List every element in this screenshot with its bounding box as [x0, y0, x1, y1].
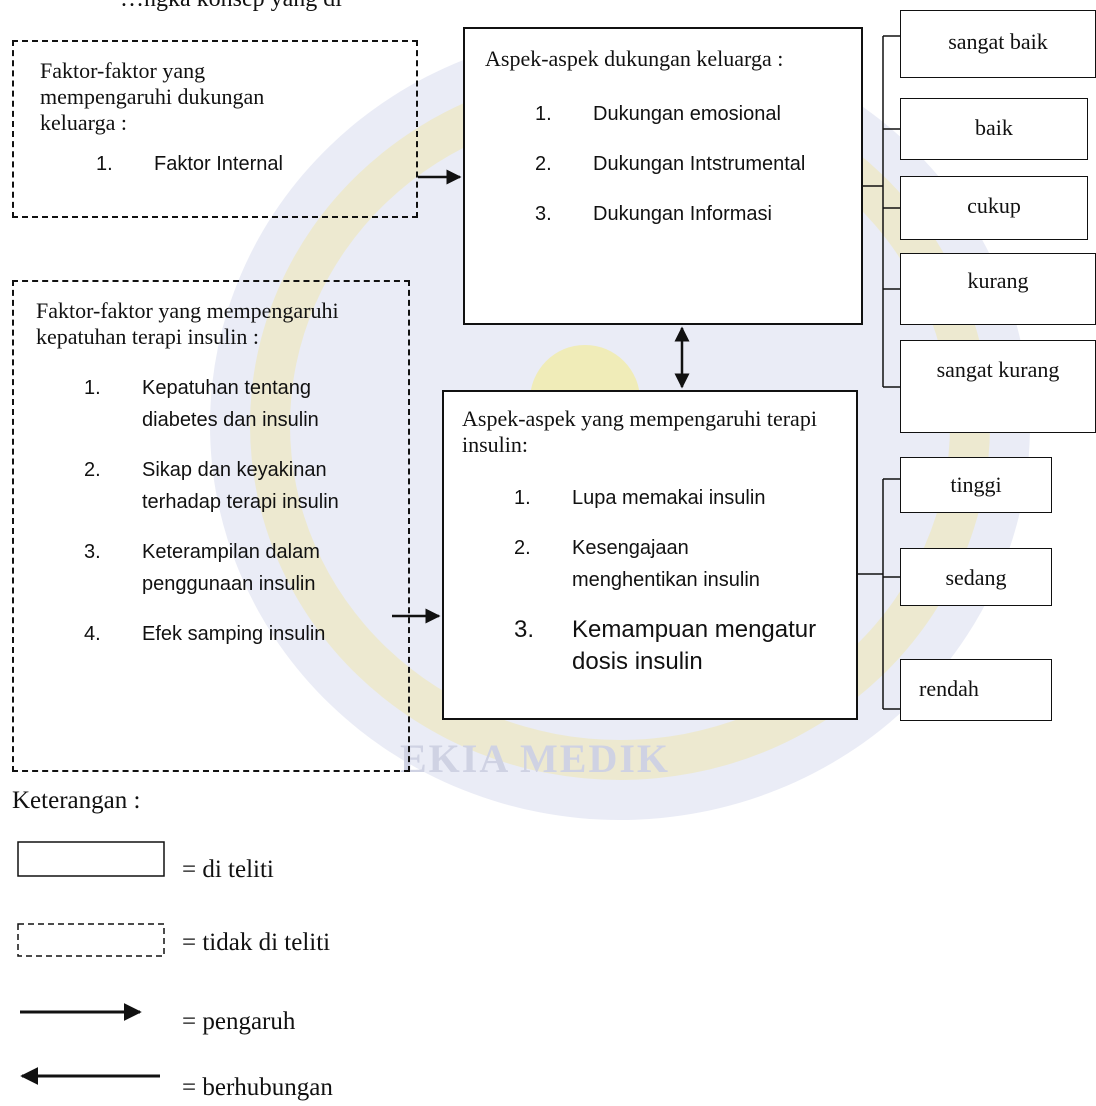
legend-influence: = pengaruh	[182, 1008, 296, 1035]
legend-solid-symbol	[17, 841, 165, 877]
list-item: 1.Kepatuhan tentang diabetes dan insulin	[84, 377, 319, 431]
level-rendah[interactable]: rendah	[900, 659, 1052, 721]
insulin-aspects-list: 1.Lupa memakai insulin 2.Kesengajaan men…	[514, 482, 856, 678]
list-item: 2.Sikap dan keyakinan terhadap terapi in…	[84, 459, 339, 513]
watermark-text: EKIA MEDIK	[399, 736, 671, 781]
factors-compliance-title: Faktor-faktor yang mempengaruhi kepatuha…	[36, 298, 339, 349]
list-item: 2.Dukungan Intstrumental	[535, 153, 806, 175]
list-item: 1.Lupa memakai insulin	[514, 487, 766, 509]
level-cukup[interactable]: cukup	[900, 176, 1088, 240]
list-item: 3.Kemampuan mengatur dosis insulin	[514, 616, 817, 675]
list-item: 4.Efek samping insulin	[84, 623, 326, 645]
insulin-aspects-box[interactable]: Aspek-aspek yang mempengaruhi terapi ins…	[442, 390, 858, 720]
level-sangat-baik[interactable]: sangat baik	[900, 10, 1096, 78]
family-support-box[interactable]: Aspek-aspek dukungan keluarga : 1.Dukung…	[463, 27, 863, 325]
legend-title: Keterangan :	[12, 787, 141, 814]
legend-related: = berhubungan	[182, 1074, 333, 1101]
factors-family-box: Faktor-faktor yang mempengaruhi dukungan…	[12, 40, 418, 218]
family-support-title: Aspek-aspek dukungan keluarga :	[485, 46, 784, 71]
level-tinggi[interactable]: tinggi	[900, 457, 1052, 513]
list-item: 2.Kesengajaan menghentikan insulin	[514, 537, 760, 591]
factors-family-list: 1.Faktor Internal	[96, 148, 416, 180]
list-item: 1.Faktor Internal	[96, 153, 283, 175]
legend-dashed-symbol	[17, 923, 165, 957]
level-kurang[interactable]: kurang	[900, 253, 1096, 325]
list-item: 1.Dukungan emosional	[535, 103, 781, 125]
family-support-list: 1.Dukungan emosional 2.Dukungan Intstrum…	[535, 98, 861, 230]
factors-compliance-list: 1.Kepatuhan tentang diabetes dan insulin…	[84, 372, 408, 650]
legend-studied: = di teliti	[182, 856, 274, 883]
level-sedang[interactable]: sedang	[900, 548, 1052, 606]
insulin-aspects-title: Aspek-aspek yang mempengaruhi terapi ins…	[462, 406, 817, 457]
list-item: 3.Keterampilan dalam penggunaan insulin	[84, 541, 320, 595]
legend-not-studied: = tidak di teliti	[182, 929, 331, 956]
factors-family-title: Faktor-faktor yang mempengaruhi dukungan…	[40, 58, 265, 135]
level-baik[interactable]: baik	[900, 98, 1088, 160]
factors-compliance-box: Faktor-faktor yang mempengaruhi kepatuha…	[12, 280, 410, 772]
level-sangat-kurang[interactable]: sangat kurang	[900, 340, 1096, 433]
header-fragment: …ngka konsep yang di	[120, 0, 342, 13]
list-item: 3.Dukungan Informasi	[535, 203, 772, 225]
